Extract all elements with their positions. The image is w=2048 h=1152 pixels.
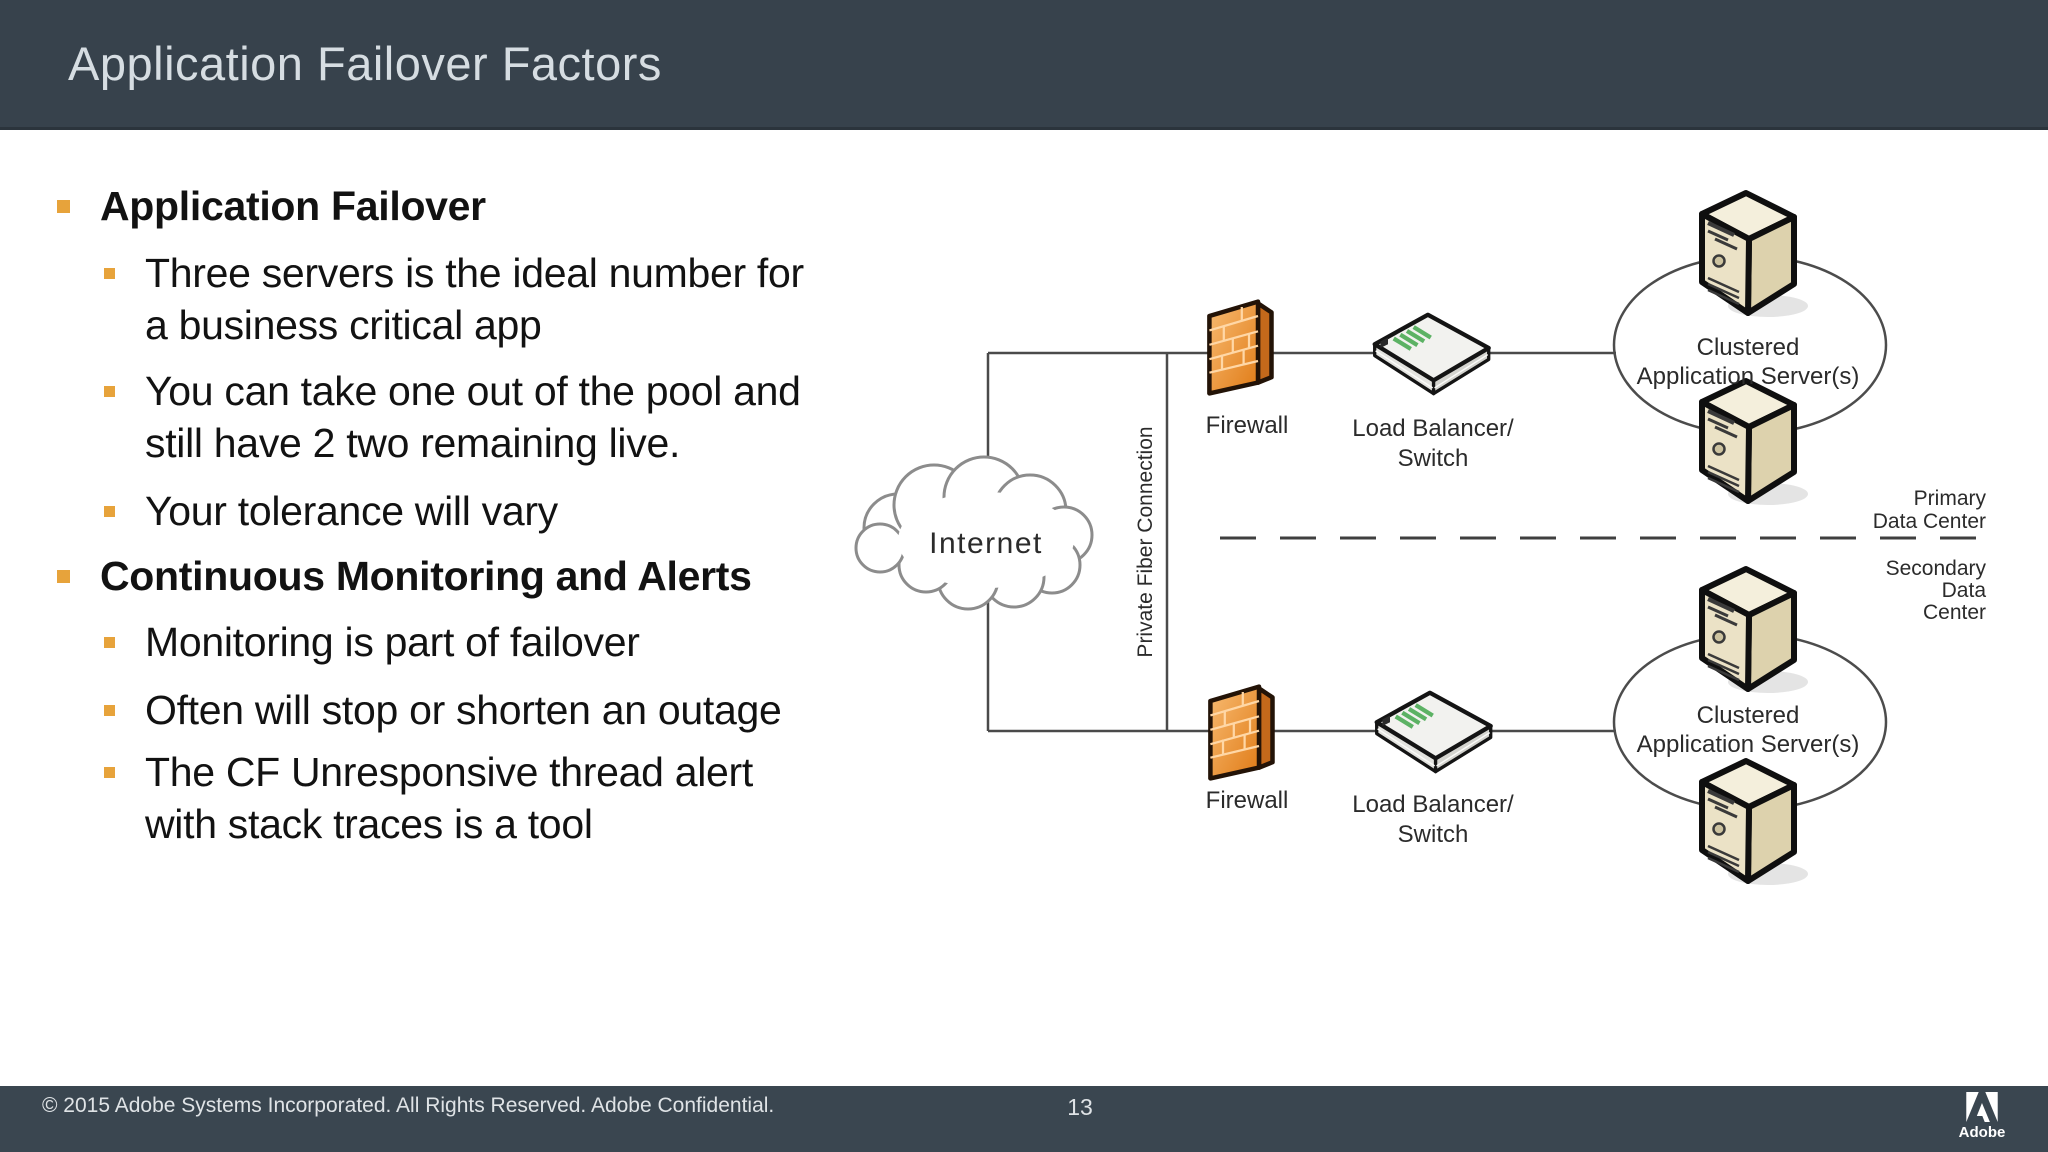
page-title: Application Failover Factors (68, 37, 662, 90)
list-item: You can take one out of the pool and sti… (104, 365, 801, 469)
list-item-text: Monitoring is part of failover (145, 619, 640, 665)
bullet-list: Application Failover Three servers is th… (0, 0, 920, 900)
server-icon (1702, 569, 1808, 693)
bullet-square-icon (57, 200, 70, 213)
cluster-top-label: Application Server(s) (1637, 363, 1860, 390)
server-icon (1702, 381, 1808, 505)
load-balancer-top-label: Load Balancer/ (1352, 415, 1514, 442)
list-item-text: Your tolerance will vary (145, 488, 558, 534)
adobe-a-icon (1966, 1092, 1998, 1122)
list-item: Application Failover (57, 180, 486, 232)
list-item: Your tolerance will vary (104, 485, 558, 537)
list-item: The CF Unresponsive thread alert with st… (104, 746, 753, 850)
list-item-text: Three servers is the ideal number for (145, 250, 804, 296)
bullet-square-icon (104, 705, 115, 716)
bullet-square-icon (104, 506, 115, 517)
list-item: Monitoring is part of failover (104, 616, 640, 668)
list-item-text: Application Failover (100, 183, 486, 229)
page-number: 13 (1067, 1094, 1093, 1120)
list-item-text: with stack traces is a tool (145, 801, 593, 847)
secondary-datacenter-label: Secondary (1886, 557, 1987, 580)
list-item-text: Continuous Monitoring and Alerts (100, 553, 752, 599)
firewall-top-label: Firewall (1206, 412, 1289, 439)
list-item: Often will stop or shorten an outage (104, 684, 782, 736)
list-item-text: a business critical app (145, 302, 542, 348)
secondary-datacenter-label: Center (1923, 601, 1986, 624)
adobe-logo: Adobe (1958, 1092, 2006, 1141)
bullet-square-icon (57, 570, 70, 583)
load-balancer-top-icon (1375, 315, 1489, 394)
bullet-square-icon (104, 637, 115, 648)
internet-label: Internet (929, 527, 1043, 560)
copyright-text: © 2015 Adobe Systems Incorporated. All R… (42, 1094, 775, 1117)
internet-cloud-icon: Internet (854, 455, 1094, 611)
secondary-datacenter-label: Data (1942, 579, 1987, 602)
load-balancer-bottom-label: Switch (1398, 821, 1469, 848)
slide-header: Application Failover Factors (0, 0, 2048, 130)
firewall-bottom-icon (1210, 687, 1272, 779)
list-item: Continuous Monitoring and Alerts (57, 550, 752, 602)
list-item-text: You can take one out of the pool and (145, 368, 801, 414)
bullet-square-icon (104, 268, 115, 279)
slide-footer: © 2015 Adobe Systems Incorporated. All R… (0, 1086, 2048, 1152)
cluster-bottom-label: Application Server(s) (1637, 731, 1860, 758)
list-item-text: Often will stop or shorten an outage (145, 687, 782, 733)
primary-datacenter-label: Data Center (1873, 510, 1986, 533)
list-item: Three servers is the ideal number for a … (104, 247, 804, 351)
server-icon (1702, 193, 1808, 317)
list-item-text: still have 2 two remaining live. (145, 420, 681, 466)
cluster-top-label: Clustered (1697, 334, 1800, 361)
load-balancer-bottom-icon (1377, 693, 1491, 772)
primary-datacenter-label: Primary (1914, 487, 1987, 510)
private-fiber-label: Private Fiber Connection (1134, 426, 1157, 657)
firewall-bottom-label: Firewall (1206, 787, 1289, 814)
list-item-text: The CF Unresponsive thread alert (145, 749, 753, 795)
bullet-square-icon (104, 767, 115, 778)
firewall-top-icon (1209, 302, 1271, 394)
server-icon (1702, 761, 1808, 885)
cluster-bottom-label: Clustered (1697, 702, 1800, 729)
load-balancer-bottom-label: Load Balancer/ (1352, 791, 1514, 818)
adobe-brand-text: Adobe (1958, 1124, 2006, 1141)
bullet-square-icon (104, 386, 115, 397)
load-balancer-top-label: Switch (1398, 445, 1469, 472)
